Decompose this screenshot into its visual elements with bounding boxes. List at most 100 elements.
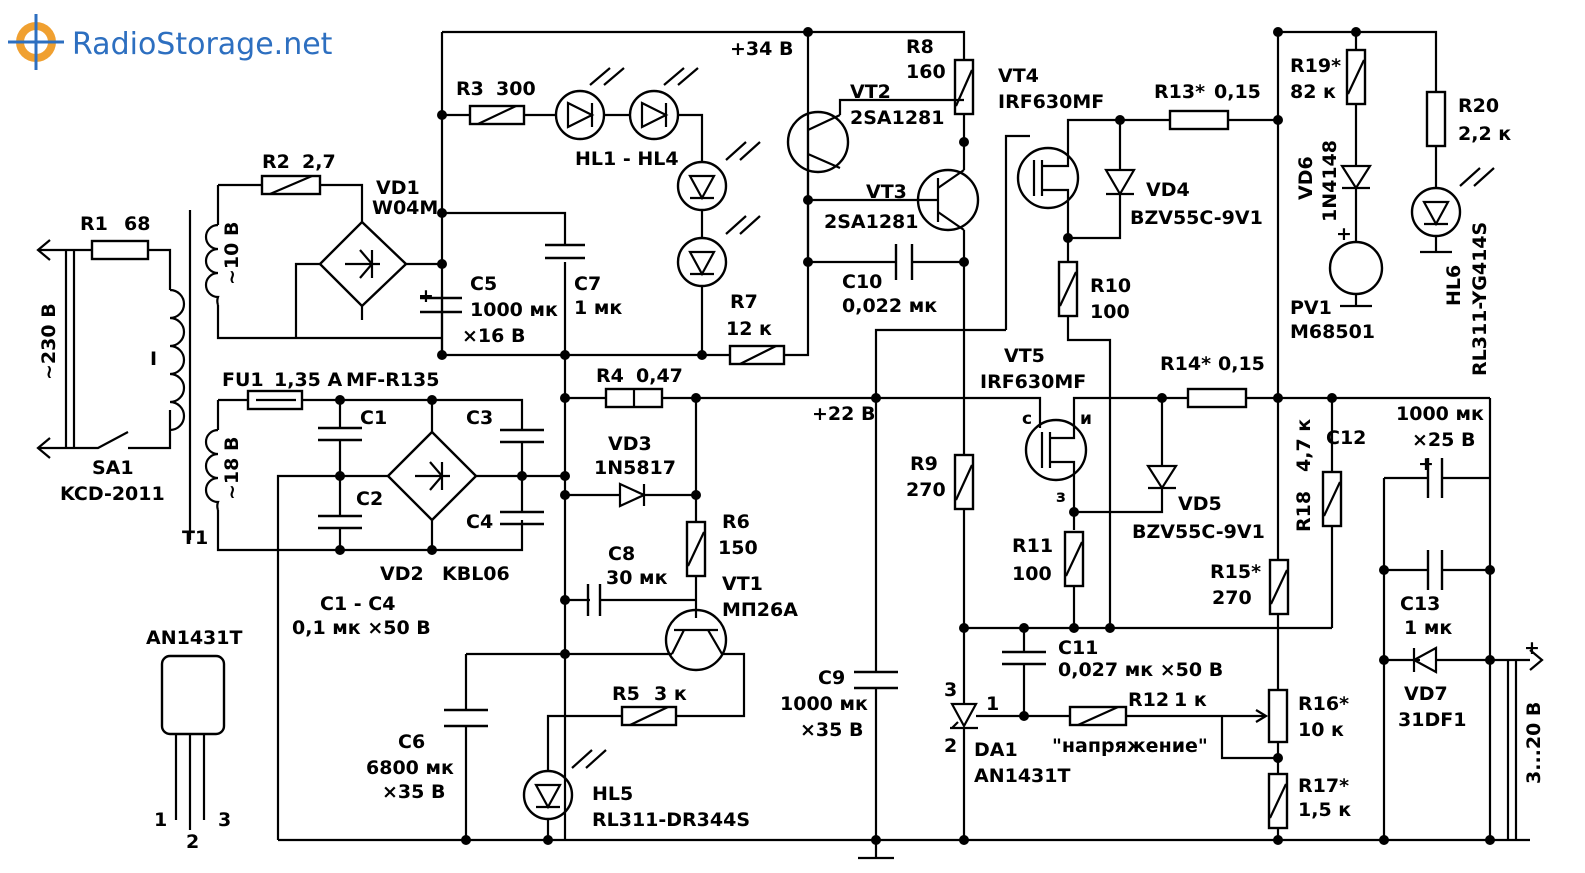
c13-label: C13 — [1400, 593, 1440, 615]
vt5-label: VT5 — [1004, 345, 1045, 367]
r4-label: R4 — [596, 365, 624, 387]
c11-value: 0,027 мк ×50 В — [1058, 659, 1223, 681]
r19-resistor — [1345, 48, 1367, 106]
c10-label: C10 — [842, 271, 882, 293]
vd2-label: VD2 — [380, 563, 424, 585]
hl6-led — [1410, 186, 1462, 238]
c7-label: C7 — [574, 273, 601, 295]
r1-label: R1 — [80, 213, 108, 235]
winding-iii-voltage: ~18 В — [221, 437, 243, 500]
t1-label: T1 — [182, 527, 208, 549]
pv1-label: PV1 — [1290, 297, 1332, 319]
r6-label: R6 — [722, 511, 750, 533]
vt5-gate-label: з — [1056, 487, 1066, 507]
r16-label: R16* — [1298, 693, 1349, 715]
vd3-type: 1N5817 — [594, 457, 676, 479]
r19-value: 82 к — [1290, 81, 1336, 103]
c11-label: C11 — [1058, 637, 1098, 659]
r15-label: R15* — [1210, 561, 1261, 583]
c12-plus: + — [1418, 453, 1434, 475]
regulator-section: C9 1000 мк ×35 В R9 270 3 1 2 DA1 AN1431… — [780, 395, 1351, 860]
vd5-label: VD5 — [1178, 493, 1222, 515]
r20-value: 2,2 к — [1458, 123, 1511, 145]
vd4-type: BZV55C-9V1 — [1130, 207, 1263, 229]
r3-value: 300 — [496, 78, 536, 100]
r18-value: 4,7 к — [1293, 419, 1315, 472]
c5-plus: + — [418, 285, 434, 307]
r7-resistor — [728, 344, 786, 366]
r17-value: 1,5 к — [1298, 799, 1351, 821]
c9-label: C9 — [818, 667, 845, 689]
c7-value: 1 мк — [574, 297, 622, 319]
r12-caption: "напряжение" — [1052, 735, 1208, 757]
vd7-type: 31DF1 — [1398, 709, 1466, 731]
da1-pin2-label: 2 — [944, 735, 957, 757]
c5-label: C5 — [470, 273, 497, 295]
r9-value: 270 — [906, 479, 946, 501]
vd5-type: BZV55C-9V1 — [1132, 521, 1265, 543]
hl6-type: RL311-YG414S — [1469, 222, 1491, 376]
vt5-drain-label: с — [1022, 409, 1032, 429]
r13-value: 0,15 — [1214, 81, 1261, 103]
hl3-led — [676, 160, 728, 212]
hl4-led — [676, 236, 728, 288]
r19-label: R19* — [1290, 55, 1341, 77]
t1-primary-winding — [169, 288, 186, 432]
pin2-label: 2 — [186, 831, 199, 853]
v34-label: +34 В — [730, 38, 793, 60]
r17-resistor — [1267, 772, 1289, 830]
c6-voltage: ×35 В — [382, 781, 445, 803]
r20-resistor — [1425, 90, 1447, 148]
mains-voltage-label: ~230 В — [38, 303, 60, 380]
r14-resistor — [1186, 387, 1248, 409]
da1-label: DA1 — [974, 739, 1018, 761]
r3-label: R3 — [456, 78, 484, 100]
c6-label: C6 — [398, 731, 425, 753]
r4-value: 0,47 — [636, 365, 683, 387]
winding-iii-section: FU1 1,35 А MF-R135 C1 C2 C3 C4 VD2 KBL06… — [204, 369, 567, 840]
r13-resistor — [1168, 109, 1230, 131]
c6-value: 6800 мк — [366, 757, 454, 779]
r5-value: 3 к — [654, 683, 687, 705]
c1-c4-value: 0,1 мк ×50 В — [292, 617, 431, 639]
r9-label: R9 — [910, 453, 938, 475]
vt5-section: VT5 IRF630MF с и з R14* 0,15 VD5 BZV55C-… — [696, 345, 1490, 628]
mains-input: R1 68 ~230 В I SA1 KCD-2011 T1 — [36, 210, 208, 549]
r12-label: R12 — [1128, 689, 1169, 711]
package-label: AN1431T — [146, 627, 242, 649]
output-voltage-label: 3...20 В — [1523, 702, 1545, 784]
c5-value: 1000 мк — [470, 299, 558, 321]
vt2-label: VT2 — [850, 81, 891, 103]
c5-voltage: ×16 В — [462, 325, 525, 347]
r20-label: R20 — [1458, 95, 1499, 117]
hl5-type: RL311-DR344S — [592, 809, 750, 831]
vt4-section: VT4 IRF630MF R13* 0,15 VD4 BZV55C-9V1 R1… — [998, 65, 1278, 628]
c9-value: 1000 мк — [780, 693, 868, 715]
c1-c4-label: C1 - C4 — [320, 593, 395, 615]
c1-label: C1 — [360, 407, 387, 429]
fu1-label: FU1 — [222, 369, 264, 391]
c8-label: C8 — [608, 543, 635, 565]
winding-ii-section: R2 2,7 VD1 W04M ~10 В — [204, 151, 442, 340]
r18-label: R18 — [1293, 491, 1315, 532]
vd7-label: VD7 — [1404, 683, 1448, 705]
v22-label: +22 В — [812, 403, 875, 425]
c12-voltage: ×25 В — [1412, 429, 1475, 451]
logo-text: RadioStorage.net — [72, 27, 333, 62]
radiostorage-logo: RadioStorage.net — [8, 14, 333, 70]
vd1-label: VD1 — [376, 177, 420, 199]
sa1-type: KCD-2011 — [60, 483, 165, 505]
output-section: C12 1000 мк ×25 В C13 1 мк VD7 31DF1 R18… — [1293, 398, 1545, 840]
vt4-type: IRF630MF — [998, 91, 1104, 113]
da1-type: AN1431T — [974, 765, 1070, 787]
r11-value: 100 — [1012, 563, 1052, 585]
an1431t-package: AN1431T 1 2 3 — [146, 627, 242, 853]
r8-label: R8 — [906, 36, 934, 58]
indicator-section: R19* 82 к R20 2,2 к VD6 1N4148 PV1 M6850… — [1276, 30, 1511, 398]
c12-value: 1000 мк — [1396, 403, 1484, 425]
vd2-type: KBL06 — [442, 563, 510, 585]
r2-label: R2 — [262, 151, 290, 173]
t1-winding-i-label: I — [150, 348, 157, 370]
an1431t-body — [160, 654, 226, 736]
